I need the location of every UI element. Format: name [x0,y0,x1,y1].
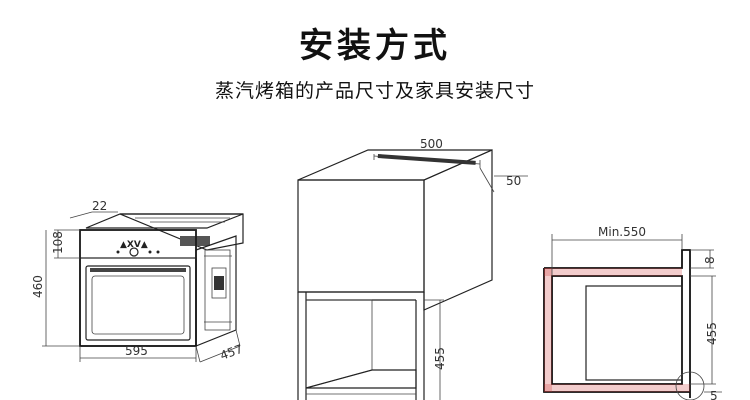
oven-drawing: ▲XV▲ 22 108 460 595 457 [31,199,245,363]
dim-oven-top-height: 108 [51,231,65,254]
oven-control-strip [79,229,197,259]
oven-handle [90,268,186,272]
page-subtitle: 蒸汽烤箱的产品尺寸及家具安装尺寸 [214,80,535,102]
section-inner-cavity [551,275,683,385]
page-title: 安装方式 [299,26,451,66]
oven-knob-icon [129,247,139,257]
dim-section-height: 455 [705,322,719,345]
cabinet-front-upper [297,179,425,293]
section-oven-profile [585,285,683,381]
dim-oven-depth: 457 [218,342,244,363]
dim-oven-height: 460 [31,275,45,298]
oven-vent [180,236,210,246]
cabinet-top-face [297,149,493,181]
dim-oven-top-offset: 22 [92,199,107,213]
oven-window [91,275,185,335]
section-outer-bottom [543,268,690,393]
oven-top-box [119,213,244,251]
dim-cabinet-width: 500 [420,137,443,151]
oven-top-face [85,213,244,229]
dim-section-bottom: 5 [710,389,718,400]
section-drawing: Min.550 8 455 5 [543,225,722,400]
dim-oven-width: 595 [125,344,148,358]
oven-door [85,265,191,341]
oven-brand-logo: ▲XV▲ [120,240,148,250]
section-detail-circle [675,371,705,400]
cabinet-shelf [305,369,417,389]
cabinet-top-gap [377,154,476,165]
oven-side-port [211,267,227,299]
cabinet-drawing: 500 50 455 [297,137,528,400]
dim-section-min-width: Min.550 [598,225,646,239]
dim-section-top-thickness: 8 [703,256,717,264]
cabinet-side-panel [423,149,493,311]
dim-cabinet-opening-height: 455 [433,347,447,370]
dim-cabinet-back-gap: 50 [506,174,521,188]
